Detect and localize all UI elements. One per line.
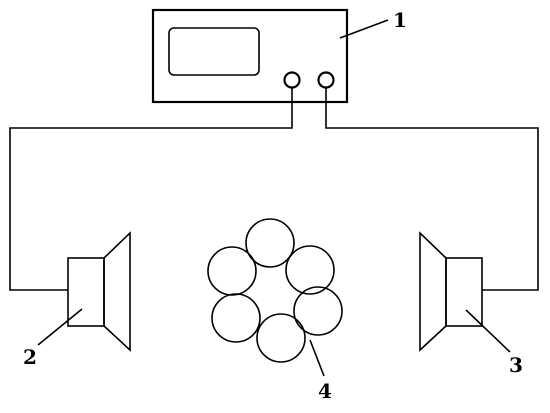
leader-line-1 <box>339 19 389 39</box>
right-speaker-cone <box>419 231 447 352</box>
leader-line-4 <box>309 339 325 377</box>
particle <box>256 313 306 363</box>
device-screen <box>168 27 260 76</box>
particle <box>285 245 335 295</box>
particle-ring-icon <box>207 218 343 363</box>
wire-left <box>9 88 293 291</box>
particle <box>211 293 261 343</box>
device-body <box>151 8 349 104</box>
device-output-left <box>283 71 301 89</box>
particle <box>293 286 343 336</box>
speaker-icon <box>419 231 483 352</box>
right-speaker-magnet <box>445 257 483 327</box>
leader-line-3 <box>465 309 511 353</box>
wire-right <box>325 88 539 291</box>
leader-line-2 <box>37 308 83 346</box>
label-particles: 4 <box>318 379 332 403</box>
signal-generator-icon <box>151 8 349 104</box>
label-left-speaker: 2 <box>23 345 37 369</box>
label-right-speaker: 3 <box>509 353 523 377</box>
label-device: 1 <box>393 8 407 32</box>
particle <box>207 246 257 296</box>
speaker-icon <box>67 231 131 352</box>
particle <box>245 218 295 268</box>
device-output-right <box>317 71 335 89</box>
left-speaker-cone <box>103 231 131 352</box>
